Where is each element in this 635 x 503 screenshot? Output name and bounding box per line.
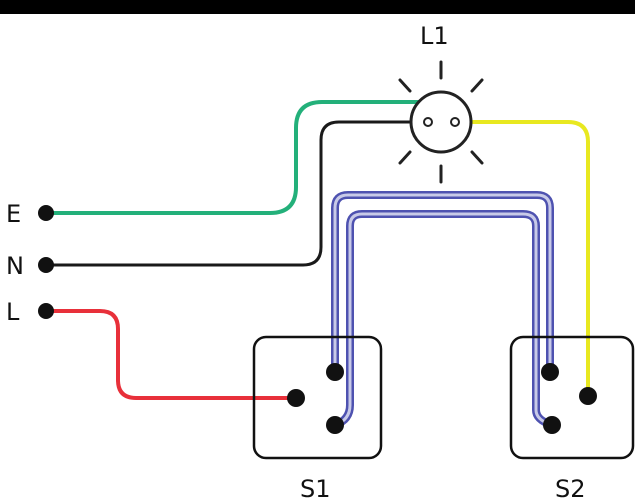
lamp-rays (398, 60, 484, 184)
switched-live-wire (454, 120, 590, 398)
terminal-label-neutral: N (6, 252, 24, 280)
terminal-earth-dot (38, 205, 54, 221)
switch-s1: S1 (252, 335, 383, 503)
lamp-terminal-switched (450, 117, 460, 127)
live-wire (44, 309, 298, 400)
supply-terminals: E N L (6, 200, 54, 326)
switch-s2-box (509, 335, 635, 460)
switch-s1-terminal-l2 (326, 416, 344, 434)
switch-s1-terminal-common (287, 389, 305, 407)
terminal-neutral-dot (38, 257, 54, 273)
switch-s2-terminal-l1 (541, 363, 559, 381)
lamp-l1: L1 (398, 22, 484, 184)
terminal-live-dot (38, 303, 54, 319)
strapper-wire-outer-2-core (333, 212, 554, 427)
neutral-wire (44, 120, 430, 267)
strapper-wire-outer-2 (331, 210, 556, 429)
switch-s2: S2 (509, 335, 635, 503)
switch-s2-terminal-common (579, 387, 597, 405)
switch-s2-terminal-l2 (543, 416, 561, 434)
lamp-ray (470, 150, 484, 165)
lamp-ray (398, 78, 412, 93)
lamp-ray (398, 150, 412, 165)
lamp-ray (470, 78, 484, 93)
switch-s2-label: S2 (555, 475, 586, 503)
strapper-wire-outer-1-core (333, 193, 552, 374)
terminal-label-live: L (6, 298, 20, 326)
strapper-wire-outer-1 (331, 191, 554, 376)
switch-s1-label: S1 (300, 475, 331, 503)
terminal-label-earth: E (6, 200, 21, 228)
lamp-bulb (409, 90, 473, 154)
switch-s1-box (252, 335, 383, 460)
switch-s1-terminal-l1 (326, 363, 344, 381)
lamp-label: L1 (420, 22, 449, 50)
strapper-wires (331, 191, 556, 429)
earth-wire (44, 100, 440, 215)
lamp-terminal-neutral (423, 117, 433, 127)
